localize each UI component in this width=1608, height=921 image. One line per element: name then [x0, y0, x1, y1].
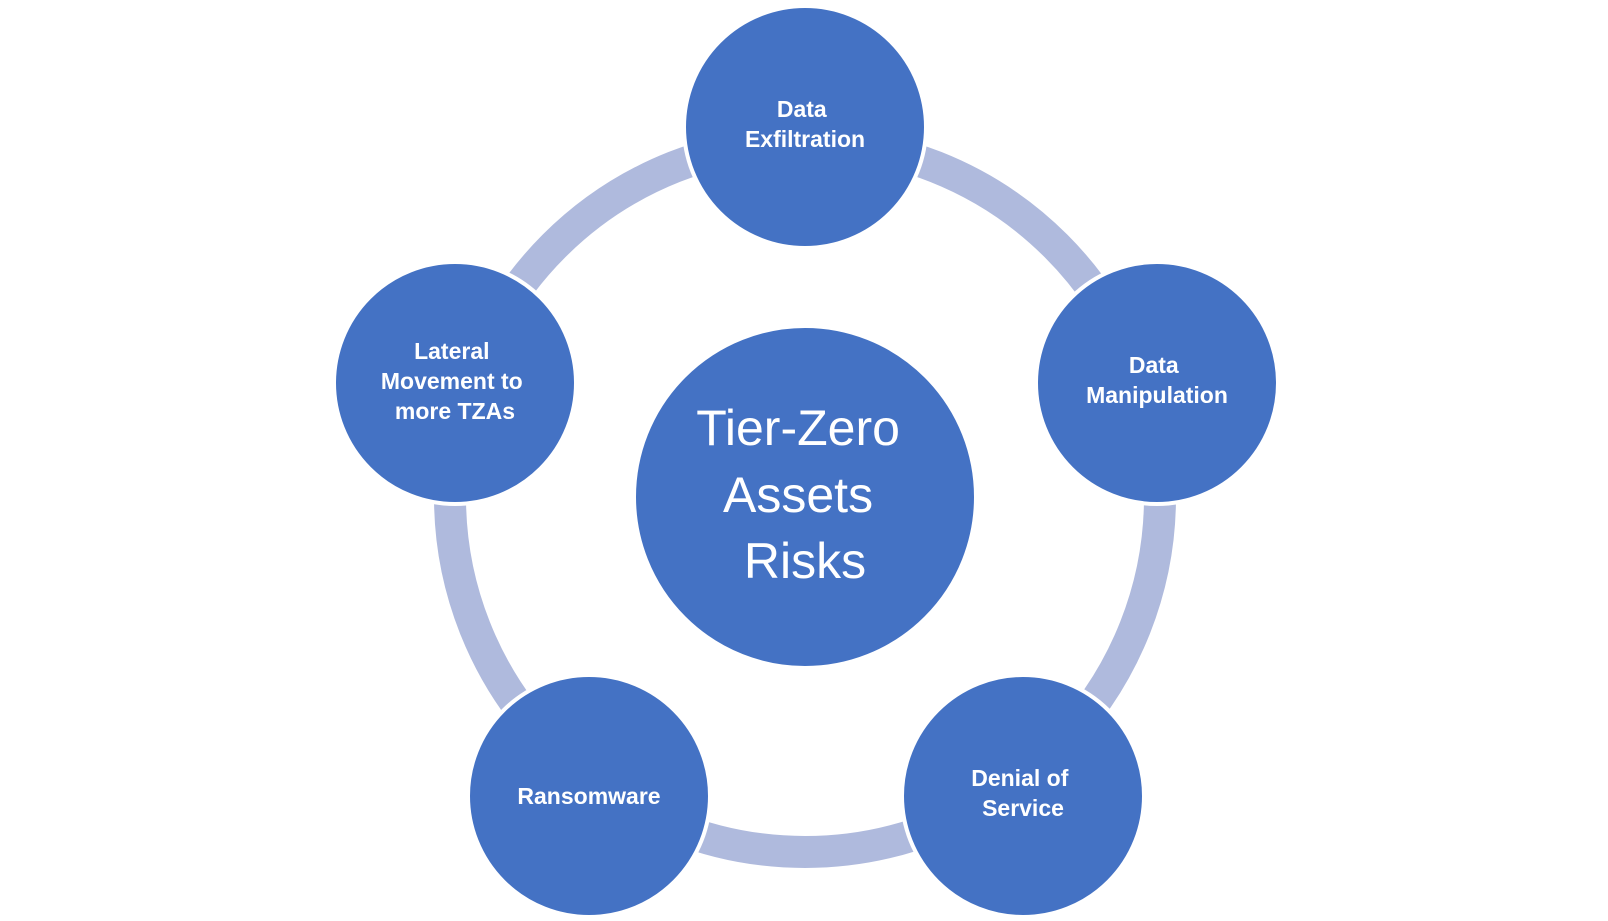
- node-circle: [1034, 260, 1280, 506]
- node-circle: [682, 4, 928, 250]
- node-label-line: Service: [982, 795, 1064, 821]
- node-label: Ransomware: [517, 783, 660, 809]
- node-label-line: Exfiltration: [745, 126, 865, 152]
- node-data-manipulation: Data Manipulation: [1034, 260, 1280, 506]
- node-label: Data Manipulation: [1086, 352, 1228, 408]
- node-label: Lateral Movement to more TZAs: [381, 338, 529, 424]
- node-ransomware: Ransomware: [466, 673, 712, 919]
- node-circle: [332, 260, 578, 506]
- node-label-line: Data: [1129, 352, 1179, 378]
- center-label-line: Risks: [744, 533, 866, 589]
- node-label-line: Ransomware: [517, 783, 660, 809]
- node-label-line: Data: [777, 96, 827, 122]
- center-node-label: Tier-Zero Assets Risks: [696, 400, 914, 589]
- node-label: Data Exfiltration: [745, 96, 865, 152]
- node-label-line: Manipulation: [1086, 382, 1228, 408]
- center-node: Tier-Zero Assets Risks: [632, 324, 978, 670]
- center-node-circle: [632, 324, 978, 670]
- node-label-line: Denial of: [971, 765, 1068, 791]
- center-label-line: Tier-Zero: [696, 400, 900, 456]
- node-circle: [900, 673, 1146, 919]
- node-data-exfiltration: Data Exfiltration: [682, 4, 928, 250]
- center-label-line: Assets: [723, 467, 873, 523]
- node-label-line: more TZAs: [395, 398, 515, 424]
- node-label-line: Lateral: [414, 338, 489, 364]
- node-circle: [466, 673, 712, 919]
- node-denial-of-service: Denial of Service: [900, 673, 1146, 919]
- node-label-line: Movement to: [381, 368, 523, 394]
- node-lateral-movement: Lateral Movement to more TZAs: [332, 260, 578, 506]
- node-label: Denial of Service: [971, 765, 1075, 821]
